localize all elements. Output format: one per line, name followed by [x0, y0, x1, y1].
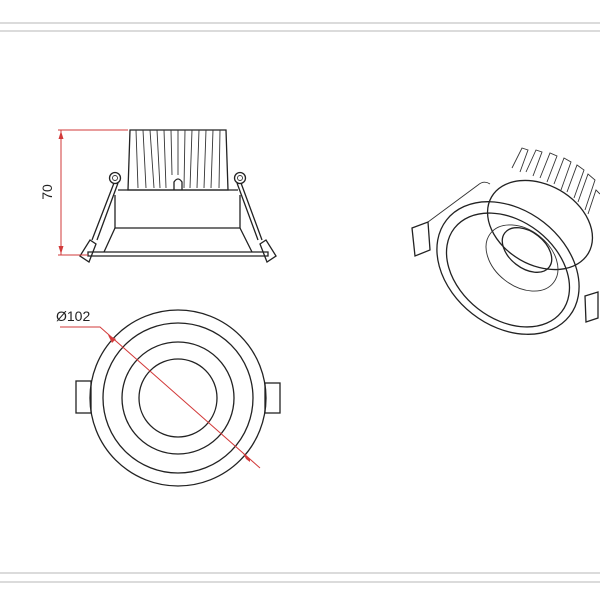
- spring-clips: [91, 171, 263, 241]
- diameter-dimension-label: Ø102: [56, 308, 90, 324]
- height-dimension: 70: [39, 129, 128, 256]
- body: [79, 189, 277, 263]
- right-clip-tab: [264, 382, 281, 414]
- iso-left-tab: [411, 221, 431, 257]
- iso-right-tab: [584, 291, 599, 323]
- outer-rim: [89, 309, 267, 487]
- diameter-dimension: Ø102: [56, 308, 261, 469]
- height-dimension-label: 70: [39, 184, 55, 200]
- heatsink: [127, 129, 229, 191]
- left-clip-tab: [75, 380, 92, 414]
- plan-view: Ø102: [56, 308, 281, 487]
- isometric-view: [411, 147, 600, 335]
- iso-heatsink-fins: [511, 147, 600, 215]
- iso-outer-rim: [436, 201, 580, 335]
- side-view: 70: [39, 129, 277, 263]
- frame-lines: [0, 22, 600, 583]
